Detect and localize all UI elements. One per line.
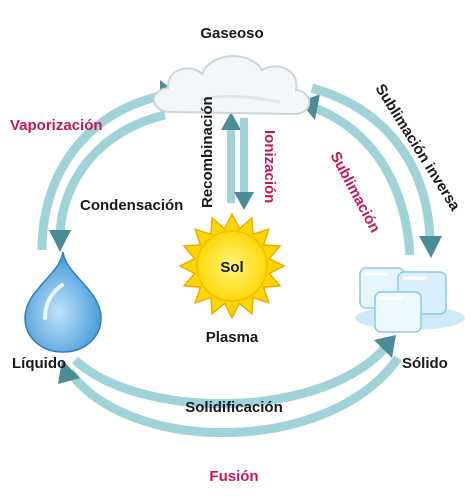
vaporization-label: Vaporización bbox=[10, 117, 103, 134]
fusion-label: Fusión bbox=[209, 468, 258, 485]
solid-state-label: Sólido bbox=[402, 355, 448, 372]
water-drop-icon bbox=[24, 251, 102, 353]
condensation-arrow bbox=[55, 110, 167, 236]
inverse-sublimation-arrow bbox=[310, 83, 435, 241]
fusion-arrowhead bbox=[58, 360, 80, 384]
solidification-label: Solidificación bbox=[185, 399, 283, 416]
sun-label: Sol bbox=[220, 259, 243, 276]
condensation-label: Condensación bbox=[80, 197, 183, 214]
sun-icon bbox=[178, 212, 286, 320]
inverse-sublimation-label: Sublimación inversa bbox=[372, 81, 464, 214]
recombination-arrowhead bbox=[221, 112, 241, 130]
ionization-arrowhead bbox=[234, 192, 254, 210]
inverse-sublimation-arrowhead bbox=[419, 236, 442, 258]
ionization-arrow bbox=[240, 118, 248, 196]
sublimation-arrow bbox=[313, 103, 415, 256]
gas-state-label: Gaseoso bbox=[200, 25, 263, 42]
cycle-arrows bbox=[37, 80, 442, 438]
ionization-label: Ionización bbox=[261, 130, 278, 203]
condensation-arrowhead bbox=[49, 230, 71, 252]
vaporization-arrow bbox=[37, 90, 166, 251]
sublimation-label: Sublimación bbox=[326, 149, 383, 236]
recombination-label: Recombinación bbox=[199, 96, 216, 208]
cloud-icon bbox=[153, 55, 311, 116]
liquid-state-label: Líquido bbox=[12, 355, 66, 372]
solidification-arrowhead bbox=[374, 335, 396, 358]
fusion-arrow bbox=[66, 355, 402, 438]
plasma-state-label: Plasma bbox=[206, 329, 259, 346]
recombination-arrow bbox=[227, 125, 235, 203]
ice-cubes-icon bbox=[355, 267, 465, 333]
solidification-arrow bbox=[71, 344, 389, 408]
